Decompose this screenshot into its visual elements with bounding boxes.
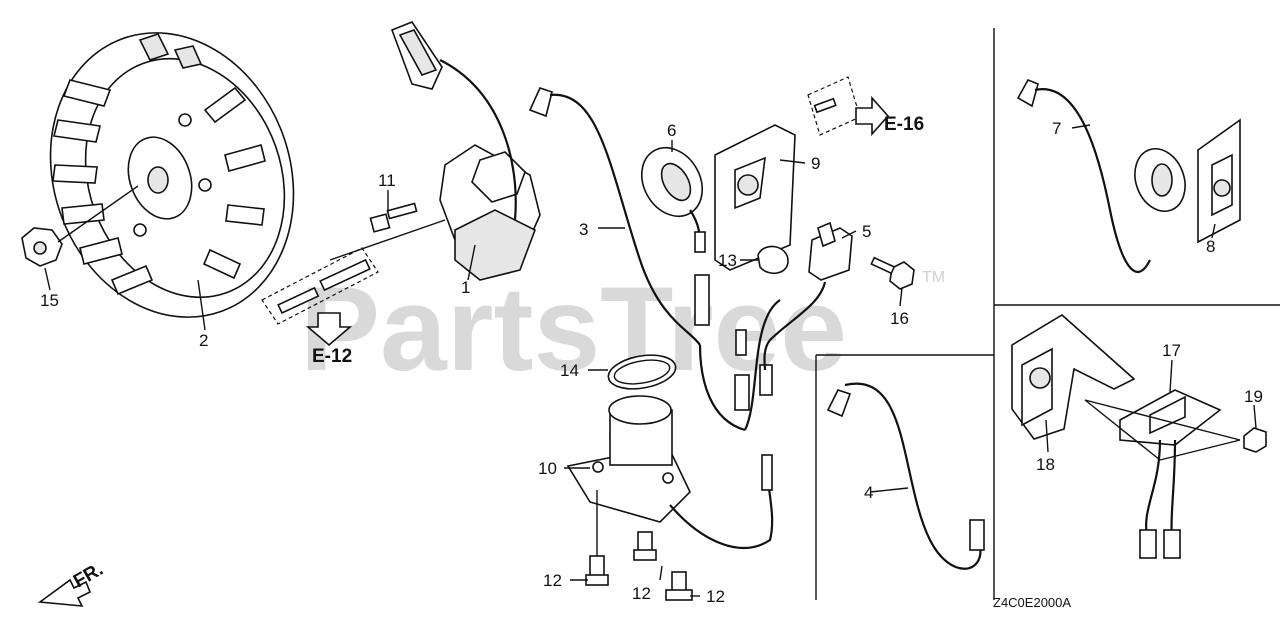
o-ring[interactable] bbox=[606, 350, 679, 393]
wire-harness[interactable] bbox=[528, 87, 781, 432]
callout-4[interactable]: 4 bbox=[864, 483, 873, 502]
callout-10[interactable]: 10 bbox=[538, 459, 557, 478]
leader-lines bbox=[44, 124, 1257, 597]
switch-bracket[interactable] bbox=[714, 76, 890, 271]
callout-11[interactable]: 11 bbox=[378, 171, 396, 190]
screws[interactable] bbox=[585, 531, 693, 601]
callout-14[interactable]: 14 bbox=[560, 361, 579, 380]
condenser[interactable] bbox=[763, 221, 853, 371]
ignition-coil[interactable] bbox=[390, 21, 541, 281]
callout-19[interactable]: 19 bbox=[1244, 387, 1263, 406]
callout-16[interactable]: 16 bbox=[890, 309, 909, 328]
callout-17[interactable]: 17 bbox=[1162, 341, 1181, 360]
wire-clip[interactable] bbox=[757, 245, 789, 274]
callout-18[interactable]: 18 bbox=[1036, 455, 1055, 474]
callout-12a[interactable]: 12 bbox=[543, 571, 562, 590]
stop-switch[interactable] bbox=[630, 137, 714, 253]
callout-1[interactable]: 1 bbox=[461, 278, 470, 297]
e16-arrow bbox=[855, 95, 890, 137]
connector-wire[interactable] bbox=[826, 382, 985, 570]
callout-15[interactable]: 15 bbox=[40, 291, 59, 310]
e12-arrow bbox=[305, 312, 353, 347]
panel-dividers bbox=[815, 28, 1280, 600]
condenser-bolt[interactable] bbox=[870, 256, 915, 290]
callout-7[interactable]: 7 bbox=[1052, 119, 1061, 138]
ref-e16[interactable]: E-16 bbox=[884, 114, 924, 135]
ref-e12[interactable]: E-12 bbox=[312, 346, 352, 367]
flywheel[interactable] bbox=[12, 0, 333, 352]
callout-9[interactable]: 9 bbox=[811, 154, 820, 173]
sensor-assembly[interactable] bbox=[566, 395, 774, 549]
callouts: 1 2 3 4 5 6 7 8 9 10 11 12 12 12 13 14 1… bbox=[40, 119, 1263, 606]
callout-8[interactable]: 8 bbox=[1206, 237, 1215, 256]
callout-12c[interactable]: 12 bbox=[706, 587, 725, 606]
coil-bolt[interactable] bbox=[369, 202, 418, 233]
watermark-tm: TM bbox=[922, 269, 945, 286]
alt-wire-assembly[interactable] bbox=[1016, 78, 1241, 274]
front-indicator: FR. bbox=[37, 559, 107, 607]
diagram-code: Z4C0E2000A bbox=[993, 595, 1071, 610]
callout-12b[interactable]: 12 bbox=[632, 584, 651, 603]
stud-bolt-group[interactable] bbox=[261, 219, 446, 347]
callout-3[interactable]: 3 bbox=[579, 220, 588, 239]
callout-13[interactable]: 13 bbox=[718, 251, 737, 270]
flywheel-nut[interactable] bbox=[21, 185, 139, 267]
front-arrow-icon bbox=[37, 578, 92, 607]
callout-2[interactable]: 2 bbox=[199, 331, 208, 350]
alt-bracket-assembly[interactable] bbox=[1011, 314, 1267, 559]
callout-5[interactable]: 5 bbox=[862, 222, 871, 241]
callout-6[interactable]: 6 bbox=[667, 121, 676, 140]
